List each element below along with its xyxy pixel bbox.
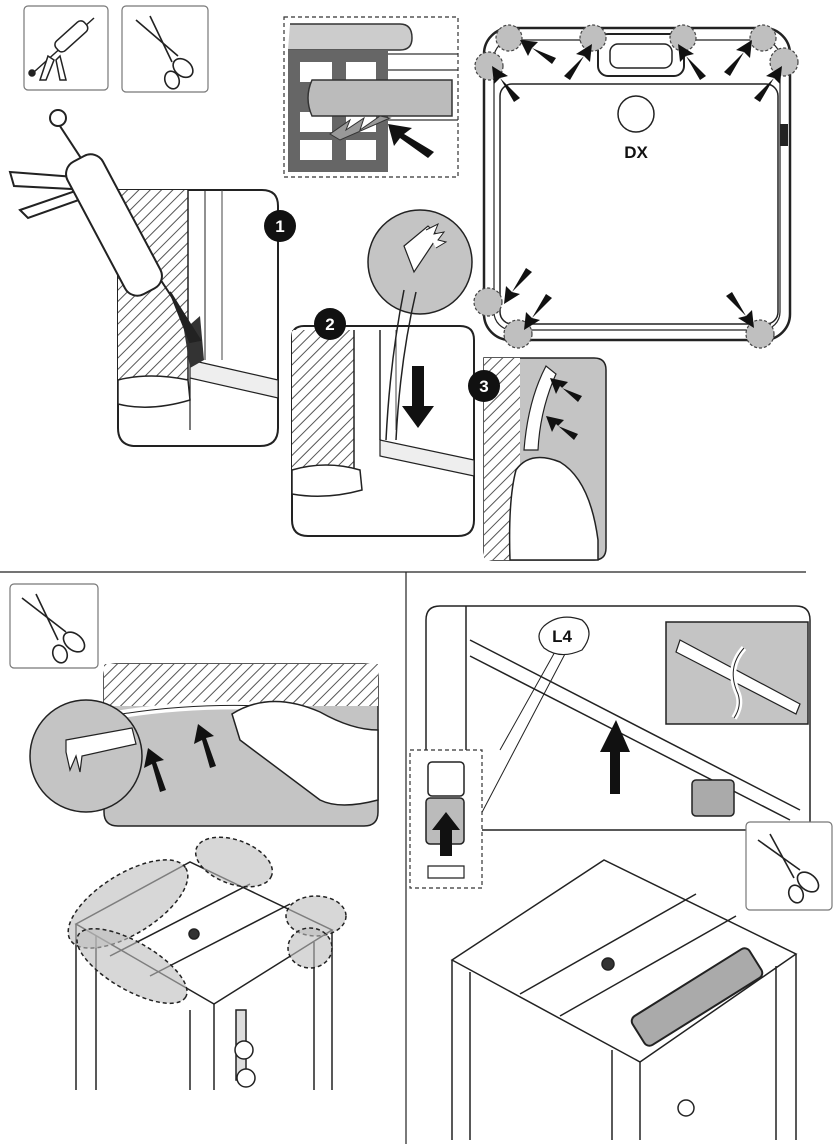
- seal-press-panel: [103, 663, 379, 827]
- scissors-icon: [757, 833, 820, 904]
- tool-box-scissors-top: [121, 5, 209, 93]
- step3-panel: [483, 357, 607, 561]
- side-label: DX: [624, 143, 648, 162]
- down-arrow: [402, 366, 434, 428]
- profile-install-panel: L4: [425, 605, 811, 831]
- tool-box-scissors-bottom-right: [745, 821, 833, 911]
- tool-box-caulking-gun: [23, 5, 109, 91]
- scissors-icon: [21, 593, 86, 664]
- caulking-gun-icon: [28, 17, 95, 81]
- scissors-icon: [135, 15, 194, 90]
- hand-drawing: [231, 700, 379, 806]
- step-3-number: 3: [479, 377, 488, 396]
- seal-zoom-circle: [367, 209, 473, 441]
- step-1-badge: 1: [264, 210, 296, 242]
- profile-label: L4: [552, 627, 572, 646]
- tray-top-view: DX: [473, 24, 799, 349]
- drain-circle: [617, 95, 655, 133]
- seal-profile-zoom: [29, 699, 143, 813]
- up-arrow: [600, 720, 630, 794]
- step-2-badge: 2: [314, 308, 346, 340]
- hand-drawing: [508, 456, 599, 561]
- step-1-number: 1: [275, 217, 284, 236]
- shower-cabin-left: [67, 836, 347, 1090]
- tool-box-scissors-bottom-left: [9, 583, 99, 669]
- profile-detail: [283, 16, 459, 178]
- corner-arrows: [492, 40, 782, 330]
- step1-panel: [117, 189, 279, 447]
- shower-cabin-right: [450, 859, 798, 1140]
- step-2-number: 2: [325, 315, 334, 334]
- step-3-badge: 3: [468, 370, 500, 402]
- caulking-gun-drawing: [8, 109, 202, 344]
- profile-section-detail: [409, 749, 483, 889]
- step2-panel: [291, 325, 475, 537]
- insert-arrow: [388, 124, 434, 158]
